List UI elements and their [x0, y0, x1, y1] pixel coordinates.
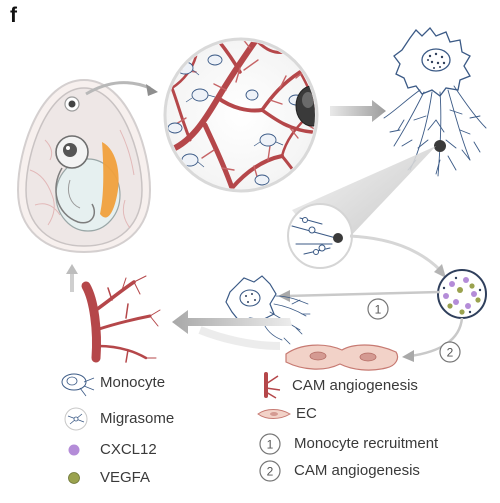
legend-monocyte-icon [61, 373, 95, 397]
vessel-icon [81, 275, 161, 363]
legend-vegfa-label: VEGFA [100, 469, 151, 486]
migrasome-cluster [437, 269, 487, 319]
arrow-zoom-to-monocyte [330, 100, 386, 122]
legend-cam-angiogenesis-label: CAM angiogenesis [292, 377, 418, 394]
svg-text:1: 1 [375, 303, 382, 317]
legend-cxcl12-label: CXCL12 [100, 441, 157, 458]
legend-vessel-icon [264, 372, 281, 399]
legend-vegfa-dot [68, 472, 80, 484]
migrasome-icon [287, 203, 353, 269]
svg-text:1: 1 [267, 438, 274, 452]
step-2-badge: 2 [439, 341, 461, 363]
legend-step2-badge: 2 [259, 460, 281, 482]
arrow-vessel-to-egg [66, 264, 78, 292]
panel-label: f [10, 4, 17, 27]
legend-step1-badge: 1 [259, 433, 281, 455]
egg-icon [16, 78, 152, 254]
legend-ec-label: EC [296, 405, 317, 422]
svg-text:2: 2 [267, 465, 274, 479]
legend-step2-label: CAM angiogenesis [294, 462, 420, 479]
legend-migrasome-label: Migrasome [100, 410, 175, 427]
endothelial-cell-icon [285, 344, 399, 371]
arrow-step-1 [285, 290, 441, 298]
step-1-badge: 1 [367, 298, 389, 320]
legend-ec-icon [257, 409, 291, 419]
legend-cxcl12-dot [68, 444, 80, 456]
legend-step1-label: Monocyte recruitment [294, 435, 439, 452]
legend-migrasome-icon [64, 407, 88, 431]
arrow-to-cluster [349, 234, 442, 272]
monocyte-icon [383, 27, 487, 177]
svg-text:2: 2 [447, 346, 454, 360]
arrow-egg-to-zoom [85, 81, 151, 96]
magnifier-icon [163, 37, 319, 193]
recruited-monocyte [225, 275, 311, 345]
legend-monocyte-label: Monocyte [100, 374, 166, 391]
arrow-to-vessel [172, 310, 292, 334]
